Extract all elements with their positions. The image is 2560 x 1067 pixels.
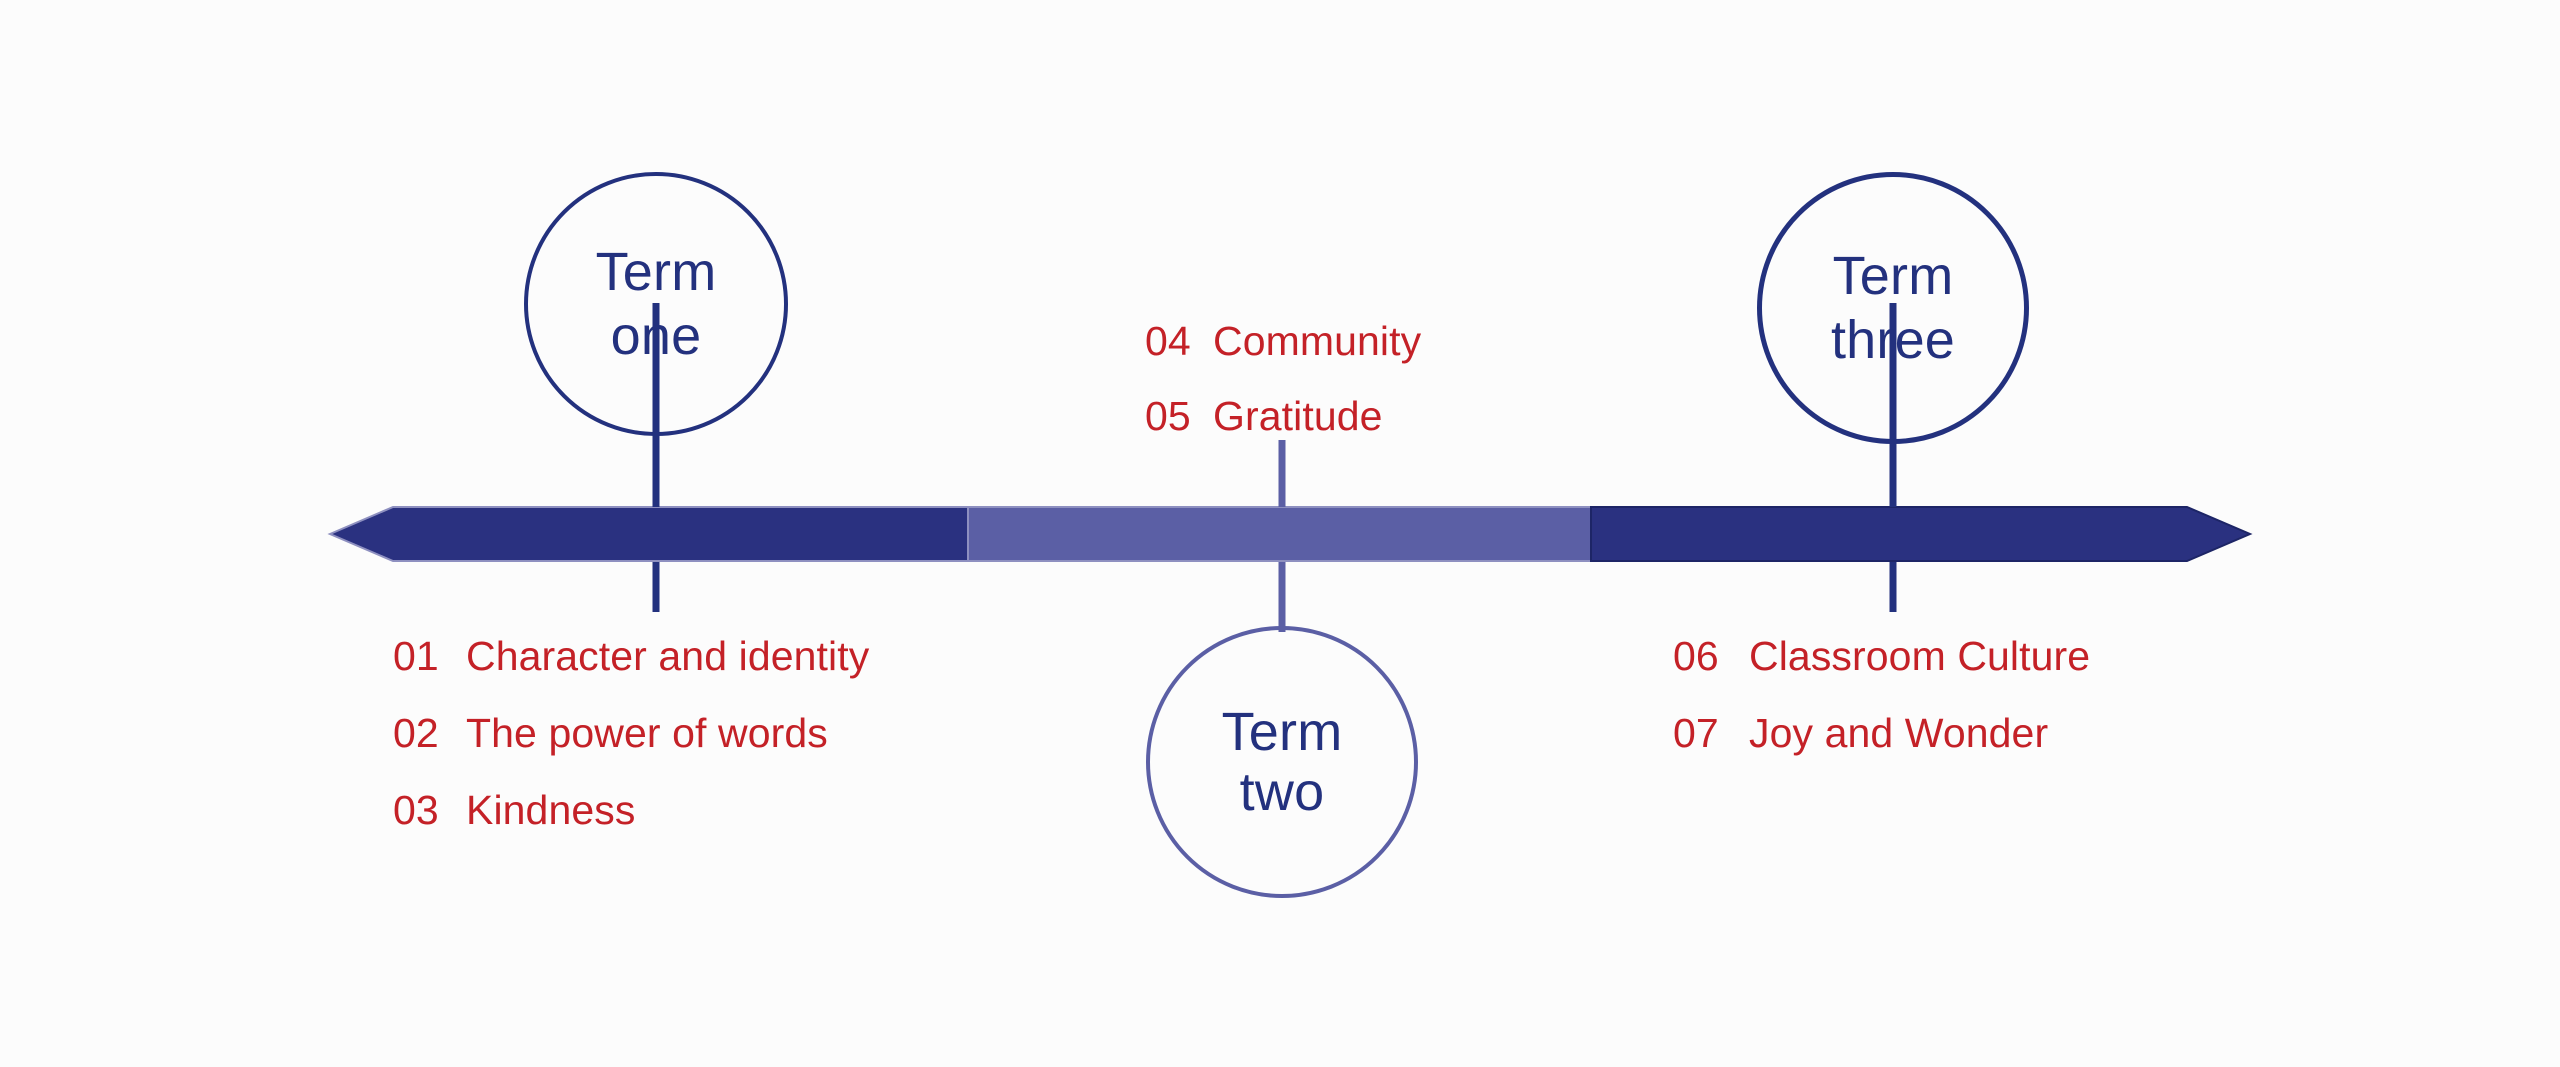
node-term-one[interactable]: Term one [524,172,788,436]
topic-item[interactable]: 02 The power of words [393,710,869,757]
topic-label: Character and identity [466,633,870,679]
timeline-arrow-bar [327,506,2253,562]
node-term-two-line2: two [1239,762,1325,822]
topic-number: 07 [1673,710,1719,756]
topic-label: Classroom Culture [1749,633,2091,679]
topic-number: 02 [393,710,439,756]
topic-number: 01 [393,633,439,679]
topic-list-term-two: 04 Community 05 Gratitude [1145,318,1421,468]
node-term-three-line1: Term [1832,245,1954,306]
topic-label: Community [1213,318,1422,364]
segment-term-three [1590,506,2253,562]
segment-term-one [327,506,969,562]
topic-list-term-three: 06 Classroom Culture 07 Joy and Wonder [1673,633,2090,757]
node-term-three-line2: three [1830,310,1956,370]
node-term-one-line1: Term [595,241,717,302]
topic-label: Kindness [466,787,636,833]
segment-term-two [967,506,1592,562]
topic-item[interactable]: 03 Kindness [393,787,869,834]
topic-item[interactable]: 06 Classroom Culture [1673,633,2090,680]
topic-item[interactable]: 01 Character and identity [393,633,869,680]
topic-label: Gratitude [1213,393,1383,439]
topic-number: 04 [1145,318,1191,364]
node-term-two-line1: Term [1221,701,1343,762]
topic-label: Joy and Wonder [1749,710,2049,756]
topic-number: 03 [393,787,439,833]
topic-item[interactable]: 07 Joy and Wonder [1673,710,2090,757]
topic-number: 05 [1145,393,1191,439]
topic-list-term-one: 01 Character and identity 02 The power o… [393,633,869,834]
topic-number: 06 [1673,633,1719,679]
topic-item[interactable]: 05 Gratitude [1145,393,1421,440]
node-term-three[interactable]: Term three [1757,172,2029,444]
topic-item[interactable]: 04 Community [1145,318,1421,365]
node-term-one-line2: one [610,306,702,366]
node-term-two[interactable]: Term two [1146,626,1418,898]
topic-label: The power of words [466,710,828,756]
